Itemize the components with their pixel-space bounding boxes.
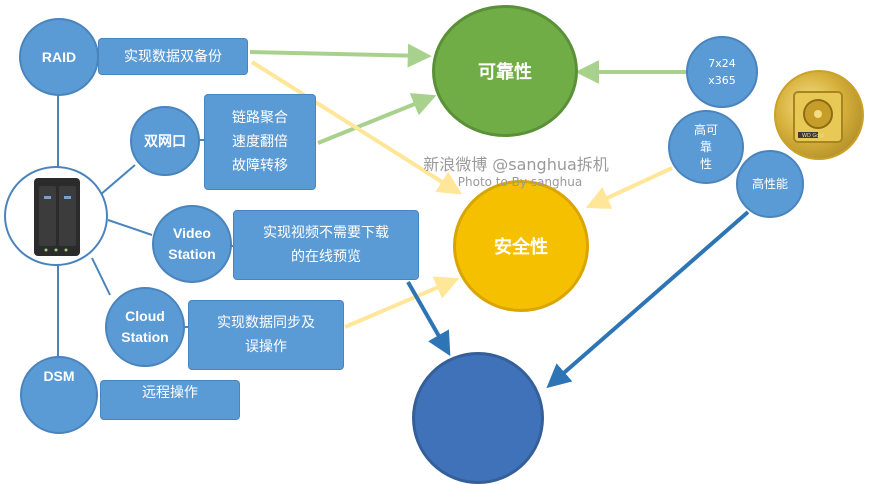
high-performance-node: 高性能 [736, 150, 804, 218]
dual-lan-node: 双网口 [130, 106, 200, 176]
watermark-weibo: 新浪微博 @sanghua拆机 [423, 155, 609, 174]
connector-line [99, 164, 136, 196]
video-station-node: Video Station [152, 205, 232, 283]
dsm-node: DSM [20, 356, 98, 434]
raid-node: RAID [19, 18, 99, 96]
cloud-station-node: Cloud Station [105, 287, 185, 367]
arrow-perf-to-performance [546, 210, 750, 389]
connector-line [91, 257, 111, 296]
diagram: RAID 实现数据双备份 双网口 链路聚合 速度翻倍 故障转移 Video St… [4, 5, 864, 484]
nas-device-icon [34, 178, 80, 256]
arrow-cloud-to-security [344, 276, 460, 329]
security-circle: 安全性 [453, 180, 589, 312]
watermark-photo-credit: Photo to By sanghua [457, 175, 583, 189]
video-desc-box: 实现视频不需要下载 的在线预览 [233, 210, 419, 280]
high-reliability-node: 高可 靠 性 [668, 110, 744, 184]
reliability-circle: 可靠性 [432, 5, 578, 137]
arrow-duallan-to-reliability [317, 93, 437, 145]
performance-circle [412, 352, 544, 484]
photo-label: WD Gold [802, 133, 824, 139]
raid-desc-box: 实现数据双备份 [98, 38, 248, 75]
hard-drive-image: WD Gold [793, 91, 843, 143]
connector-layer [57, 43, 750, 389]
arrow-raid-to-reliability [249, 43, 432, 68]
nas-device-circle [4, 166, 108, 266]
connector-line [107, 219, 153, 236]
cloud-desc-box: 实现数据同步及 误操作 [188, 300, 344, 370]
uptime-node: 7x24 x365 [686, 36, 758, 108]
dsm-desc-box: 远程操作 [100, 380, 240, 420]
arrow-raid-to-security [250, 60, 463, 195]
arrow-video-to-performance [406, 281, 451, 357]
hard-drive-photo: WD Gold [774, 70, 864, 160]
dual-lan-desc-box: 链路聚合 速度翻倍 故障转移 [204, 94, 316, 190]
arrow-highrel-to-security [585, 166, 673, 209]
